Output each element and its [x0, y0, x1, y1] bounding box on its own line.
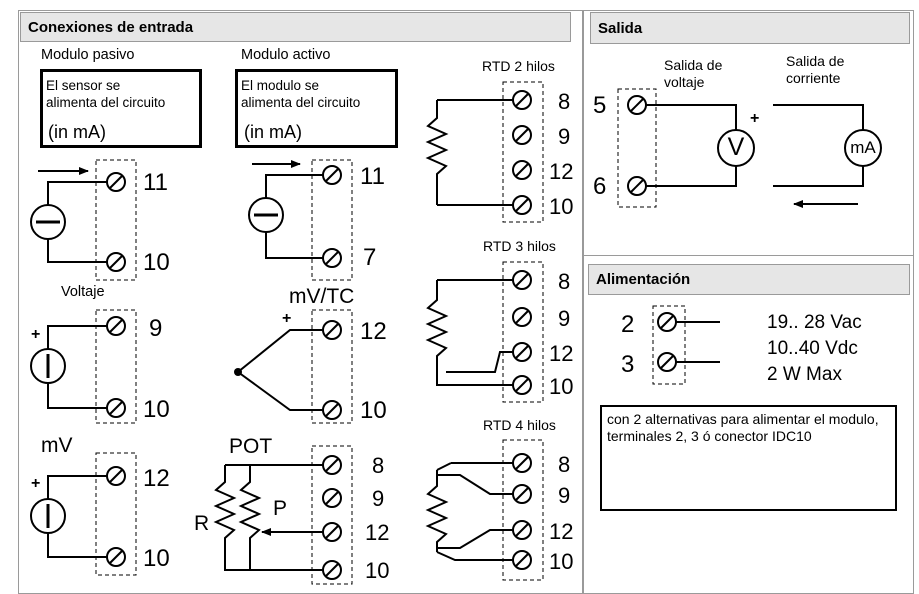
voltmeter-plus: +	[750, 110, 760, 127]
passive-note-line2: alimenta del circuito	[46, 95, 166, 110]
rtd3-terminal-10: 10	[549, 374, 574, 399]
rtd2-terminal-10: 10	[549, 194, 574, 219]
rtd4-terminal-10: 10	[549, 549, 574, 574]
power-spec-watts: 2 W Max	[767, 364, 842, 385]
output-terminal-top: 5	[593, 92, 607, 119]
voltmeter-label: V	[727, 133, 745, 161]
voltage-terminal-bottom: 10	[143, 396, 170, 423]
rtd4-terminal-9: 9	[558, 483, 571, 508]
current-output-label-2: corriente	[786, 70, 841, 86]
power-spec-ac: 19.. 28 Vac	[767, 312, 862, 333]
pot-terminal-10: 10	[365, 558, 390, 583]
pot-r-label: R	[194, 512, 210, 535]
mvtc-terminal-top: 12	[360, 318, 387, 345]
passive-note-line1: El sensor se	[46, 78, 121, 93]
passive-terminal-bottom: 10	[143, 249, 170, 276]
active-terminal-bottom: 7	[363, 244, 377, 271]
rtd4-terminal-12: 12	[549, 519, 574, 544]
passive-note-unit: (in mA)	[48, 122, 106, 142]
rtd2-terminal-12: 12	[549, 159, 574, 184]
rtd2-title: RTD 2 hilos	[482, 58, 555, 74]
voltage-title: Voltaje	[61, 284, 105, 300]
mvtc-terminal-bottom: 10	[360, 397, 387, 424]
mv-plus: +	[31, 475, 41, 492]
power-header: Alimentación	[588, 264, 910, 295]
pot-p-label: P	[273, 497, 288, 520]
power-note: con 2 alternativas para alimentar el mod…	[600, 405, 897, 511]
mvtc-title: mV/TC	[289, 285, 355, 308]
rtd2-terminal-9: 9	[558, 124, 571, 149]
pot-terminal-8: 8	[372, 453, 385, 478]
passive-title: Modulo pasivo	[41, 47, 135, 63]
active-note-box	[235, 69, 398, 148]
power-terminal-bottom: 3	[621, 351, 635, 378]
voltage-output-label-2: voltaje	[664, 74, 705, 90]
voltage-plus: +	[31, 326, 41, 343]
passive-note-box	[40, 69, 202, 148]
rtd3-terminal-12: 12	[549, 341, 574, 366]
active-note-line1: El modulo se	[241, 78, 320, 93]
rtd3-terminal-8: 8	[558, 269, 571, 294]
active-note-line2: alimenta del circuito	[241, 95, 361, 110]
mv-title: mV	[41, 434, 73, 457]
output-terminal-bottom: 6	[593, 173, 607, 200]
active-terminal-top: 11	[360, 163, 385, 190]
ammeter-label: mA	[850, 138, 876, 157]
rtd3-terminal-9: 9	[558, 306, 571, 331]
pot-title: POT	[229, 435, 273, 458]
active-title: Modulo activo	[241, 47, 331, 63]
voltage-terminal-top: 9	[149, 315, 163, 342]
power-spec-dc: 10..40 Vdc	[767, 338, 858, 359]
passive-terminal-top: 11	[143, 169, 168, 196]
rtd4-title: RTD 4 hilos	[483, 417, 556, 433]
voltage-output-label-1: Salida de	[664, 57, 723, 73]
mv-terminal-bottom: 10	[143, 545, 170, 572]
power-terminal-top: 2	[621, 311, 635, 338]
inputs-header: Conexiones de entrada	[20, 12, 571, 42]
rtd3-title: RTD 3 hilos	[483, 238, 556, 254]
mvtc-plus: +	[282, 310, 292, 327]
pot-terminal-9: 9	[372, 486, 385, 511]
current-output-label-1: Salida de	[786, 53, 845, 69]
pot-terminal-12: 12	[365, 520, 390, 545]
rtd2-terminal-8: 8	[558, 89, 571, 114]
rtd4-terminal-8: 8	[558, 452, 571, 477]
active-note-unit: (in mA)	[244, 122, 302, 142]
mv-terminal-top: 12	[143, 465, 170, 492]
output-header: Salida	[590, 12, 910, 44]
